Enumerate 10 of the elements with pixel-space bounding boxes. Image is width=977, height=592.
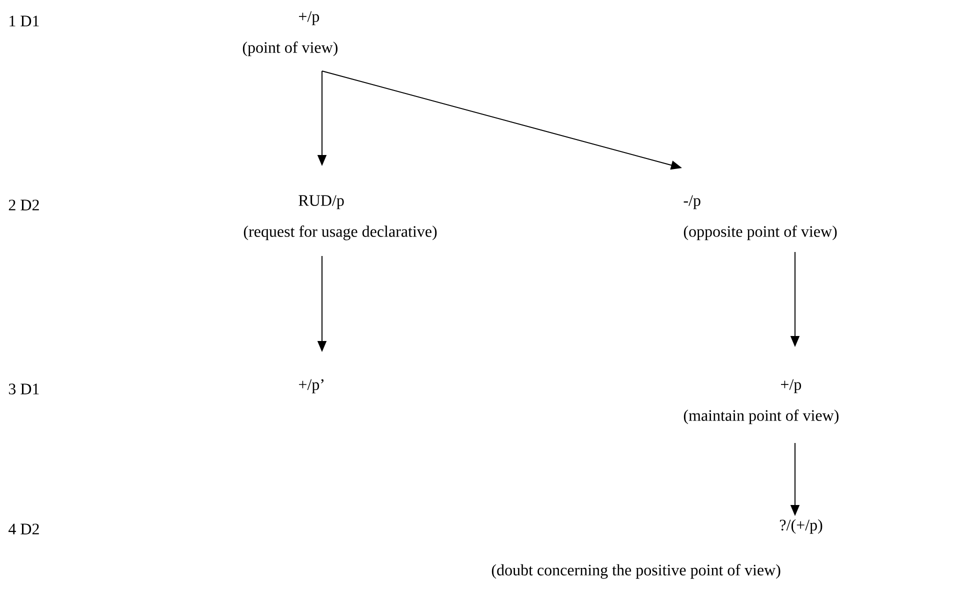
row-label: 1 D1 [10,16,39,26]
node-text: ?/(+/p) (doubt concerning the positive point of view) [492,519,822,579]
node-text: +/p (point of view) [242,11,338,56]
row-label: 4 D2 [8,524,39,534]
node-text: +/p (maintain point of view) [684,379,838,424]
node-text: +/p’ [299,379,324,394]
row-label: 2 D2 [8,200,39,210]
node-text: -/p (opposite point of view) [684,195,837,240]
row-label: 3 D1 [8,384,39,394]
node-text: RUD/p (request for usage declarative) [244,195,437,240]
